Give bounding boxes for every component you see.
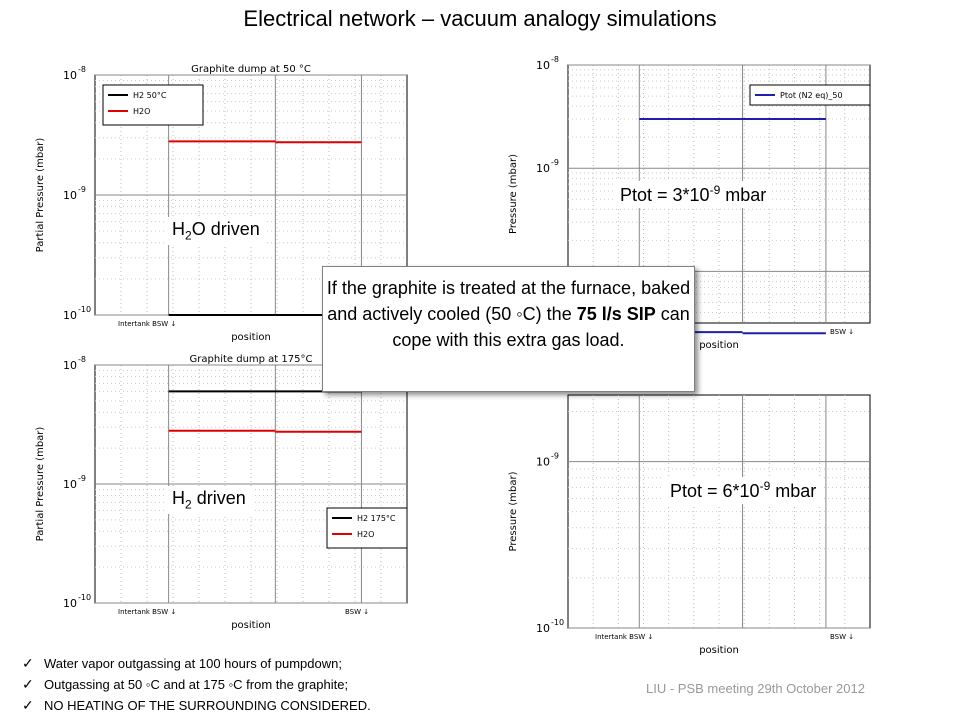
callout-box: If the graphite is treated at the furnac… [322,266,695,392]
y-tick-exponent: -9 [551,158,559,167]
y-tick-label: 10 [63,189,77,202]
slide-title: Electrical network – vacuum analogy simu… [243,6,717,31]
y-tick-exponent: -8 [78,355,86,364]
y-tick-label: 10 [536,59,550,72]
x-axis-label: position [699,645,739,656]
x-tick-label: BSW ↓ [830,633,854,641]
y-tick-exponent: -10 [551,618,564,627]
label-ptot-6e-9: Ptot = 6*10-9 mbar [664,477,823,504]
legend-box [326,507,408,549]
bullet-list: ✓Water vapor outgassing at 100 hours of … [22,653,371,716]
x-tick-label: Intertank BSW ↓ [595,633,653,641]
y-tick-label: 10 [536,622,550,635]
footer: LIU - PSB meeting 29th October 2012 [646,681,865,696]
check-icon: ✓ [22,697,34,713]
y-tick-label: 10 [63,597,77,610]
label-h2-driven: H2 driven [166,486,252,514]
label-h2o-driven: H2O driven [166,217,266,245]
chart-title: Graphite dump at 175°C [190,354,313,365]
x-tick-label: Intertank BSW ↓ [118,320,176,328]
chart-title: Graphite dump at 50 °C [191,64,311,75]
y-tick-label: 10 [536,456,550,469]
legend-label: H2O [133,107,150,116]
y-tick-exponent: -10 [78,305,91,314]
legend-box [749,84,871,106]
bullet-item: ✓Water vapor outgassing at 100 hours of … [22,653,371,674]
x-axis-label: position [699,340,739,351]
bullet-item: ✓NO HEATING OF THE SURROUNDING CONSIDERE… [22,695,371,716]
y-axis-label: Partial Pressure (mbar) [35,138,46,253]
bullet-item: ✓Outgassing at 50 ◦C and at 175 ◦C from … [22,674,371,695]
y-tick-label: 10 [63,359,77,372]
legend-box [102,84,204,126]
legend-label: H2 50°C [133,91,167,100]
x-axis-label: position [231,332,271,343]
check-icon: ✓ [22,676,34,692]
y-axis-label: Pressure (mbar) [508,471,519,551]
y-tick-exponent: -9 [551,452,559,461]
y-axis-label: Partial Pressure (mbar) [35,427,46,542]
callout-bold: 75 l/s SIP [576,304,656,324]
label-ptot-3e-9: Ptot = 3*10-9 mbar [614,181,773,208]
legend-label: Ptot (N2 eq)_50 [780,91,843,100]
x-tick-label: BSW ↓ [830,328,854,336]
y-tick-exponent: -8 [78,65,86,74]
check-icon: ✓ [22,655,34,671]
y-tick-exponent: -10 [78,593,91,602]
x-tick-label: Intertank BSW ↓ [118,608,176,616]
y-tick-exponent: -8 [551,55,559,64]
y-tick-label: 10 [63,478,77,491]
legend-label: H2O [357,530,374,539]
x-axis-label: position [231,620,271,631]
x-tick-label: BSW ↓ [345,608,369,616]
y-axis-label: Pressure (mbar) [508,154,519,234]
legend-label: H2 175°C [357,514,396,523]
y-tick-label: 10 [63,69,77,82]
y-tick-exponent: -9 [78,474,86,483]
y-tick-label: 10 [63,309,77,322]
y-tick-label: 10 [536,162,550,175]
y-tick-exponent: -9 [78,185,86,194]
